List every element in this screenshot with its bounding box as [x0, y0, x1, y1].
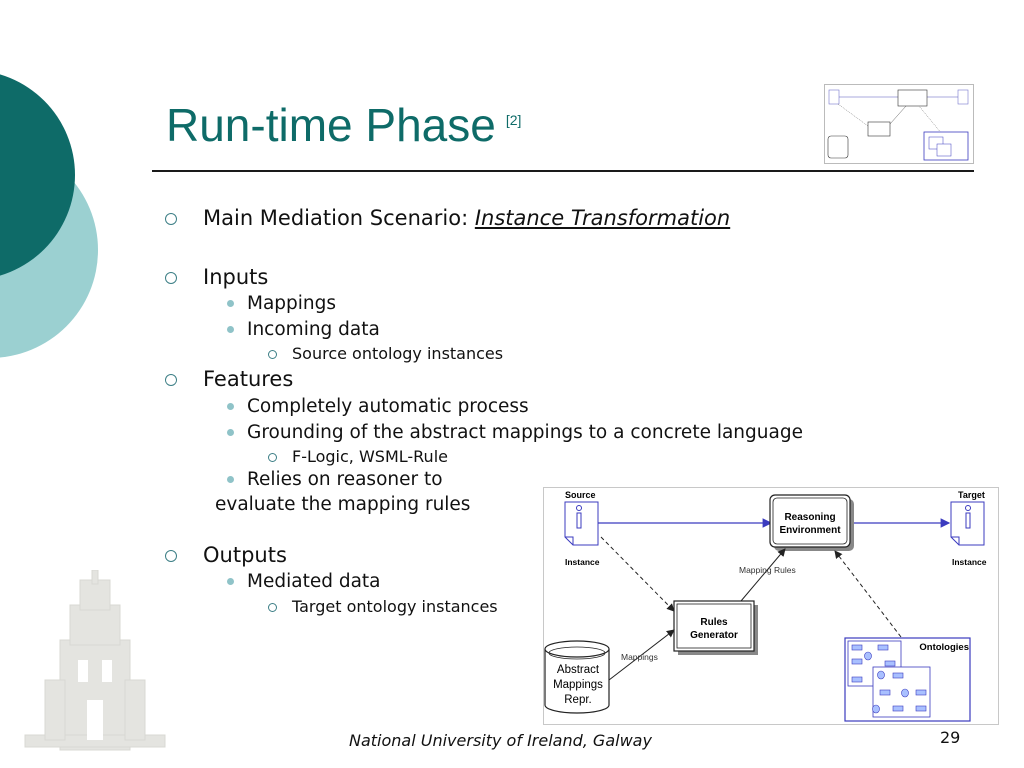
bullet-circle-icon	[165, 550, 177, 562]
source-label: Source	[565, 490, 596, 500]
rules-to-reasoning-arrow	[740, 548, 786, 602]
bullet-circle-icon	[165, 272, 177, 284]
rules-generator-box	[673, 600, 758, 655]
bullet-relies-continued: evaluate the mapping rules	[215, 494, 471, 515]
run-time-diagram: Source Target Instance Instance Reasonin…	[543, 487, 999, 725]
footer-text: National University of Ireland, Galway	[349, 731, 652, 750]
ontologies-label: Ontologies	[919, 642, 969, 653]
bullet-features: Features	[203, 367, 294, 391]
bullet-automatic: Completely automatic process	[247, 396, 529, 417]
source-to-rules-arrow	[600, 536, 675, 612]
reasoning-label-1: Reasoning	[784, 512, 835, 523]
title-divider	[152, 170, 974, 172]
bullet-flogic: F-Logic, WSML-Rule	[292, 447, 448, 466]
bullet-grounding: Grounding of the abstract mappings to a …	[247, 422, 803, 443]
bullet-inputs: Inputs	[203, 265, 269, 289]
page-number: 29	[940, 728, 961, 747]
bullet-circle-icon	[165, 374, 177, 386]
target-document-icon	[950, 501, 985, 546]
university-seal-icon	[24, 570, 166, 751]
reasoning-environment-box	[769, 494, 854, 551]
bullet-dot-icon	[227, 429, 234, 436]
bullet-dot-icon	[227, 578, 234, 585]
bullet-mediated: Mediated data	[247, 571, 381, 592]
bullet-dot-icon	[227, 476, 234, 483]
bullet-scenario: Main Mediation Scenario: Instance Transf…	[203, 206, 731, 230]
bullet-source-instances: Source ontology instances	[292, 344, 504, 363]
repr-to-rules-arrow	[608, 629, 675, 681]
bullet-dot-icon	[227, 326, 234, 333]
abstract-label-1: Abstract	[557, 664, 600, 676]
abstract-mappings-database	[544, 640, 610, 714]
bullet-small-circle-icon	[268, 603, 277, 612]
bullet-incoming-data: Incoming data	[247, 319, 380, 340]
bullet-target-instances: Target ontology instances	[292, 597, 498, 616]
mapping-rules-label: Mapping Rules	[739, 565, 796, 575]
bullet-circle-icon	[165, 213, 177, 225]
instance-left-label: Instance	[565, 557, 600, 567]
abstract-label-2: Mappings	[553, 679, 603, 691]
bullet-dot-icon	[227, 403, 234, 410]
source-document-icon	[564, 501, 599, 546]
bullet-small-circle-icon	[268, 453, 277, 462]
diagram-thumbnail	[824, 84, 974, 164]
bullet-relies: Relies on reasoner to	[247, 469, 443, 490]
mappings-label: Mappings	[621, 652, 658, 662]
reasoning-label-2: Environment	[779, 525, 841, 536]
decorative-circles	[0, 74, 98, 358]
slide-title: Run-time Phase[2]	[166, 99, 522, 151]
rules-label-1: Rules	[700, 617, 728, 628]
rules-label-2: Generator	[690, 630, 738, 641]
bullet-mappings: Mappings	[247, 293, 337, 314]
bullet-small-circle-icon	[268, 350, 277, 359]
bullet-dot-icon	[227, 300, 234, 307]
target-label: Target	[958, 490, 985, 500]
title-reference: [2]	[505, 112, 522, 128]
ontologies-box	[844, 637, 971, 722]
bullet-outputs: Outputs	[203, 543, 287, 567]
abstract-label-3: Repr.	[564, 694, 592, 706]
instance-right-label: Instance	[952, 557, 987, 567]
